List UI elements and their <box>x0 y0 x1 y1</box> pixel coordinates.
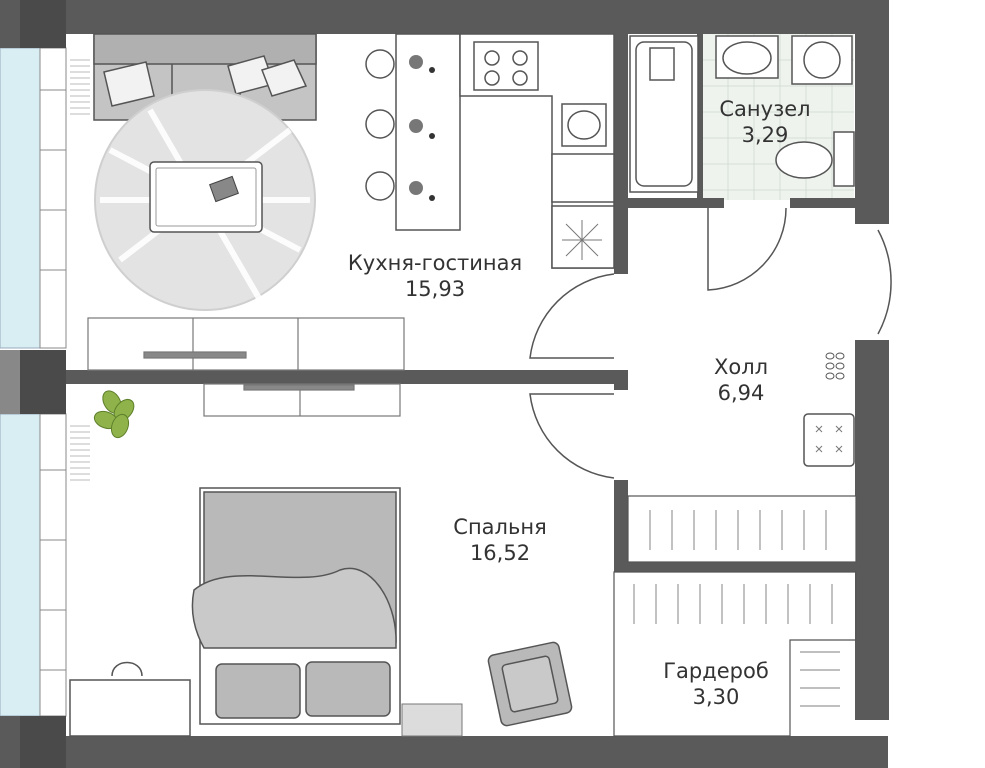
toilet <box>775 131 855 187</box>
kitchen-counter <box>459 33 615 269</box>
room-label-bathroom: Санузел 3,29 <box>700 96 830 148</box>
room-area: 3,29 <box>741 123 789 147</box>
closet-hall <box>627 495 857 563</box>
bar-counter <box>365 33 461 231</box>
radiator-top <box>70 59 90 115</box>
coffee-table <box>149 161 263 233</box>
room-area: 6,94 <box>717 381 765 405</box>
room-area: 3,30 <box>692 685 740 709</box>
bed <box>191 487 401 725</box>
bathroom-sink <box>715 35 779 79</box>
radiator-bottom <box>70 425 90 481</box>
room-name: Холл <box>713 355 769 379</box>
ottoman <box>803 413 855 467</box>
window-left-bottom <box>0 413 67 717</box>
room-name: Кухня-гостиная <box>347 251 523 275</box>
tv-cabinet <box>87 317 405 371</box>
armchair <box>487 641 573 727</box>
nightstand <box>401 703 463 737</box>
bedroom-cabinet <box>203 383 401 417</box>
washing-machine <box>791 35 853 85</box>
doors <box>529 207 892 479</box>
room-label-kitchen-living: Кухня-гостиная 15,93 <box>330 250 540 302</box>
shoe-rack <box>825 352 845 380</box>
room-label-hall: Холл 6,94 <box>686 354 796 406</box>
room-name: Спальня <box>453 515 547 539</box>
window-left-top <box>0 47 67 349</box>
plant-icon <box>93 390 135 439</box>
room-label-wardrobe: Гардероб 3,30 <box>646 658 786 710</box>
walls <box>0 0 889 768</box>
bathtub <box>629 35 699 193</box>
room-name: Санузел <box>719 97 811 121</box>
room-name: Гардероб <box>663 659 769 683</box>
closet-wardrobe <box>613 571 857 737</box>
room-label-bedroom: Спальня 16,52 <box>430 514 570 566</box>
desk <box>69 661 191 737</box>
room-area: 15,93 <box>404 277 466 301</box>
room-area: 16,52 <box>469 541 531 565</box>
